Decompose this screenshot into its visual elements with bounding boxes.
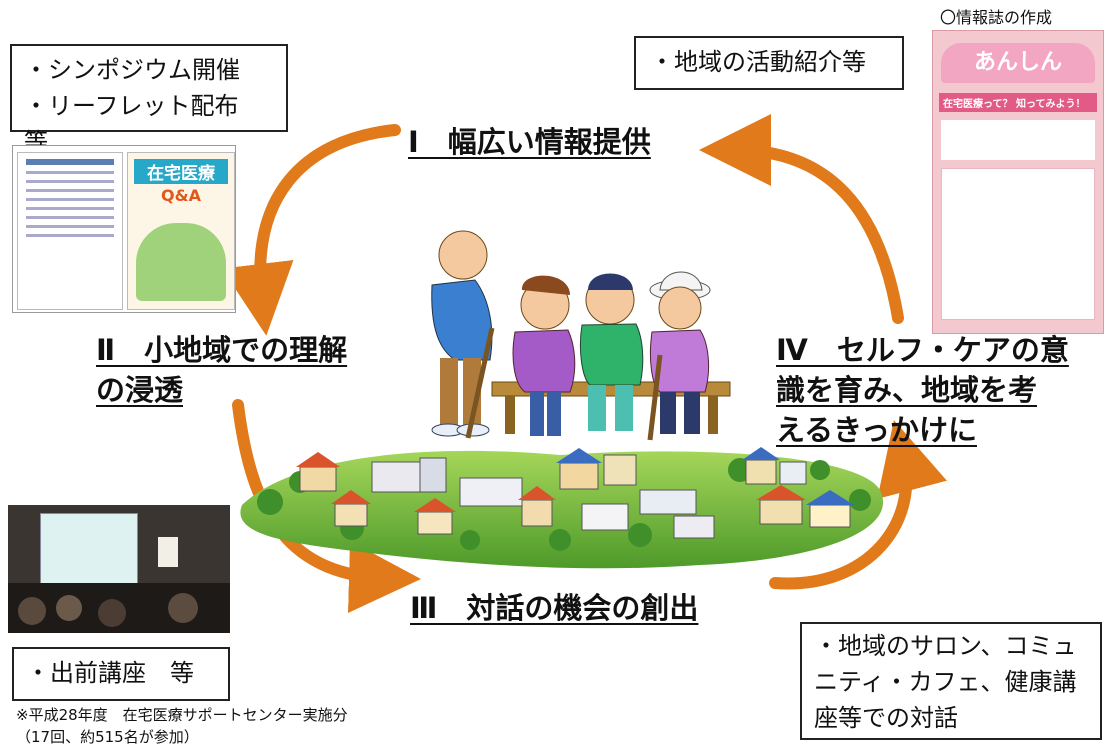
stage-1-label: Ⅰ 幅広い情報提供	[408, 125, 651, 159]
leaflet-subtitle: Q&A	[161, 186, 201, 205]
magazine-caption: 〇情報誌の作成	[940, 8, 1053, 27]
projector-screen	[40, 513, 138, 585]
lecture-photo	[8, 505, 230, 633]
magazine-thumbnail: あんしん 在宅医療って？ 知ってみよう！	[932, 30, 1104, 334]
outreach-lecture-box: ・出前講座 等	[12, 647, 230, 701]
elder-woman	[512, 275, 576, 436]
outreach-lecture-text: ・出前講座 等	[26, 659, 194, 687]
dialogue-box: ・地域のサロン、コミュ ニティ・カフェ、健康講 座等での対話	[800, 622, 1102, 740]
arrow-4-to-1	[699, 114, 904, 324]
elder-man-hat	[647, 271, 711, 441]
dialogue-text: ・地域のサロン、コミュ ニティ・カフェ、健康講 座等での対話	[814, 632, 1077, 732]
arrow-3-to-4	[769, 420, 947, 590]
stage-3-label: Ⅲ 対話の機会の創出	[410, 591, 699, 625]
town-illustration	[240, 447, 884, 569]
elder-standing	[431, 230, 495, 439]
symposium-text: ・シンポジウム開催 ・リーフレット配布 等	[24, 56, 240, 156]
stage-4-label: Ⅳ セルフ・ケアの意 識を育み、地域を考 えるきっかけに	[776, 333, 1069, 447]
local-activities-box: ・地域の活動紹介等	[634, 36, 904, 90]
magazine-title: あんしん	[941, 43, 1095, 83]
magazine-headline: 在宅医療って？ 知ってみよう！	[939, 93, 1097, 112]
elder-man-green	[579, 273, 644, 431]
footnote: ※平成28年度 在宅医療サポートセンター実施分 （17回、約515名が参加）	[16, 706, 348, 746]
symposium-box: ・シンポジウム開催 ・リーフレット配布 等	[10, 44, 288, 156]
leaflet-title: 在宅医療	[134, 159, 228, 184]
local-activities-text: ・地域の活動紹介等	[650, 48, 866, 76]
stage-2-label: Ⅱ 小地域での理解 の浸透	[96, 333, 348, 407]
leaflet-index-page	[17, 152, 123, 310]
cycle-arrows	[221, 114, 947, 613]
arrow-1-to-2	[221, 124, 401, 336]
leaflet-thumbnail: 在宅医療 Q&A	[12, 145, 236, 313]
leaflet-cover: 在宅医療 Q&A	[127, 152, 235, 310]
